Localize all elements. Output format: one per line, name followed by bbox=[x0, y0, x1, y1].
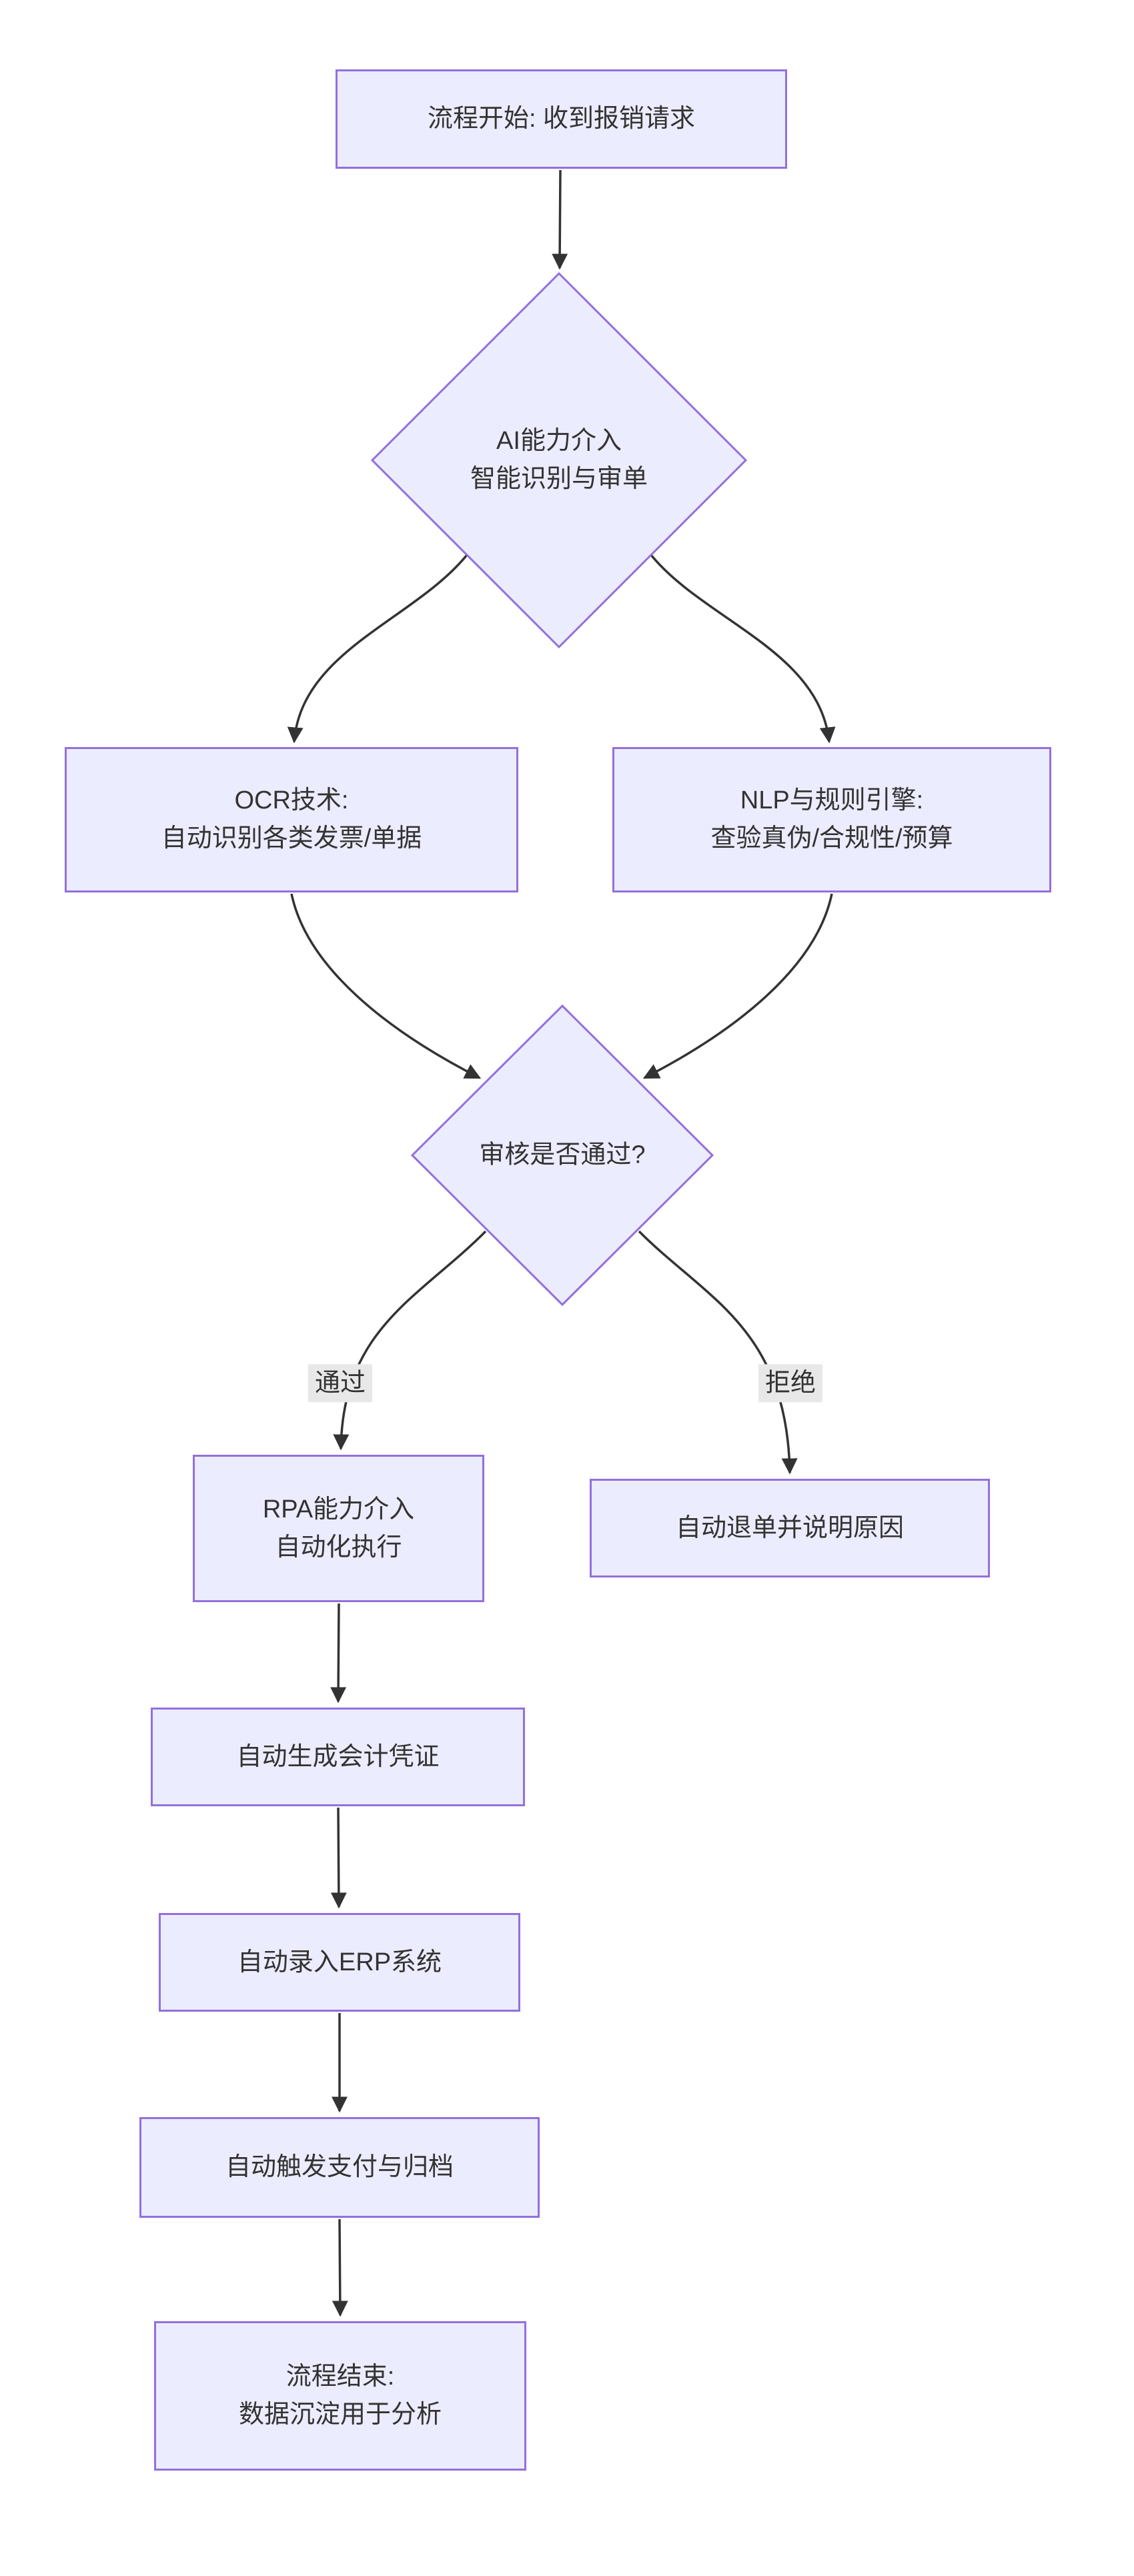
node-end: 流程结束: 数据沉淀用于分析 bbox=[154, 2321, 526, 2471]
node-payment: 自动触发支付与归档 bbox=[139, 2117, 540, 2218]
edge-nlp-to-review bbox=[642, 893, 833, 1079]
node-review-decision-shape bbox=[410, 1004, 714, 1307]
node-return: 自动退单并说明原因 bbox=[590, 1479, 990, 1577]
edge-label-pass: 通过 bbox=[308, 1364, 373, 1403]
edge-ocr-to-review bbox=[290, 893, 482, 1079]
edge-rpa-to-voucher bbox=[330, 1603, 347, 1704]
edge-review-to-return bbox=[638, 1230, 798, 1475]
node-voucher: 自动生成会计凭证 bbox=[151, 1708, 525, 1806]
node-rpa: RPA能力介入 自动化执行 bbox=[193, 1455, 484, 1602]
node-start: 流程开始: 收到报销请求 bbox=[336, 69, 787, 169]
node-erp: 自动录入ERP系统 bbox=[159, 1913, 520, 2012]
node-review-decision-label: 审核是否通过? bbox=[479, 1141, 646, 1169]
node-ocr: OCR技术: 自动识别各类发票/单据 bbox=[65, 747, 518, 892]
edge-label-reject: 拒绝 bbox=[758, 1364, 823, 1403]
node-ai-decision-label: AI能力介入 智能识别与审单 bbox=[470, 427, 648, 493]
node-ai-decision-shape bbox=[370, 271, 748, 649]
edge-ai-to-nlp bbox=[650, 554, 836, 744]
edge-voucher-to-erp bbox=[330, 1807, 347, 1909]
edge-ai-to-ocr bbox=[287, 554, 468, 744]
edge-review-to-rpa bbox=[333, 1230, 487, 1451]
node-nlp: NLP与规则引擎: 查验真伪/合规性/预算 bbox=[612, 747, 1051, 892]
